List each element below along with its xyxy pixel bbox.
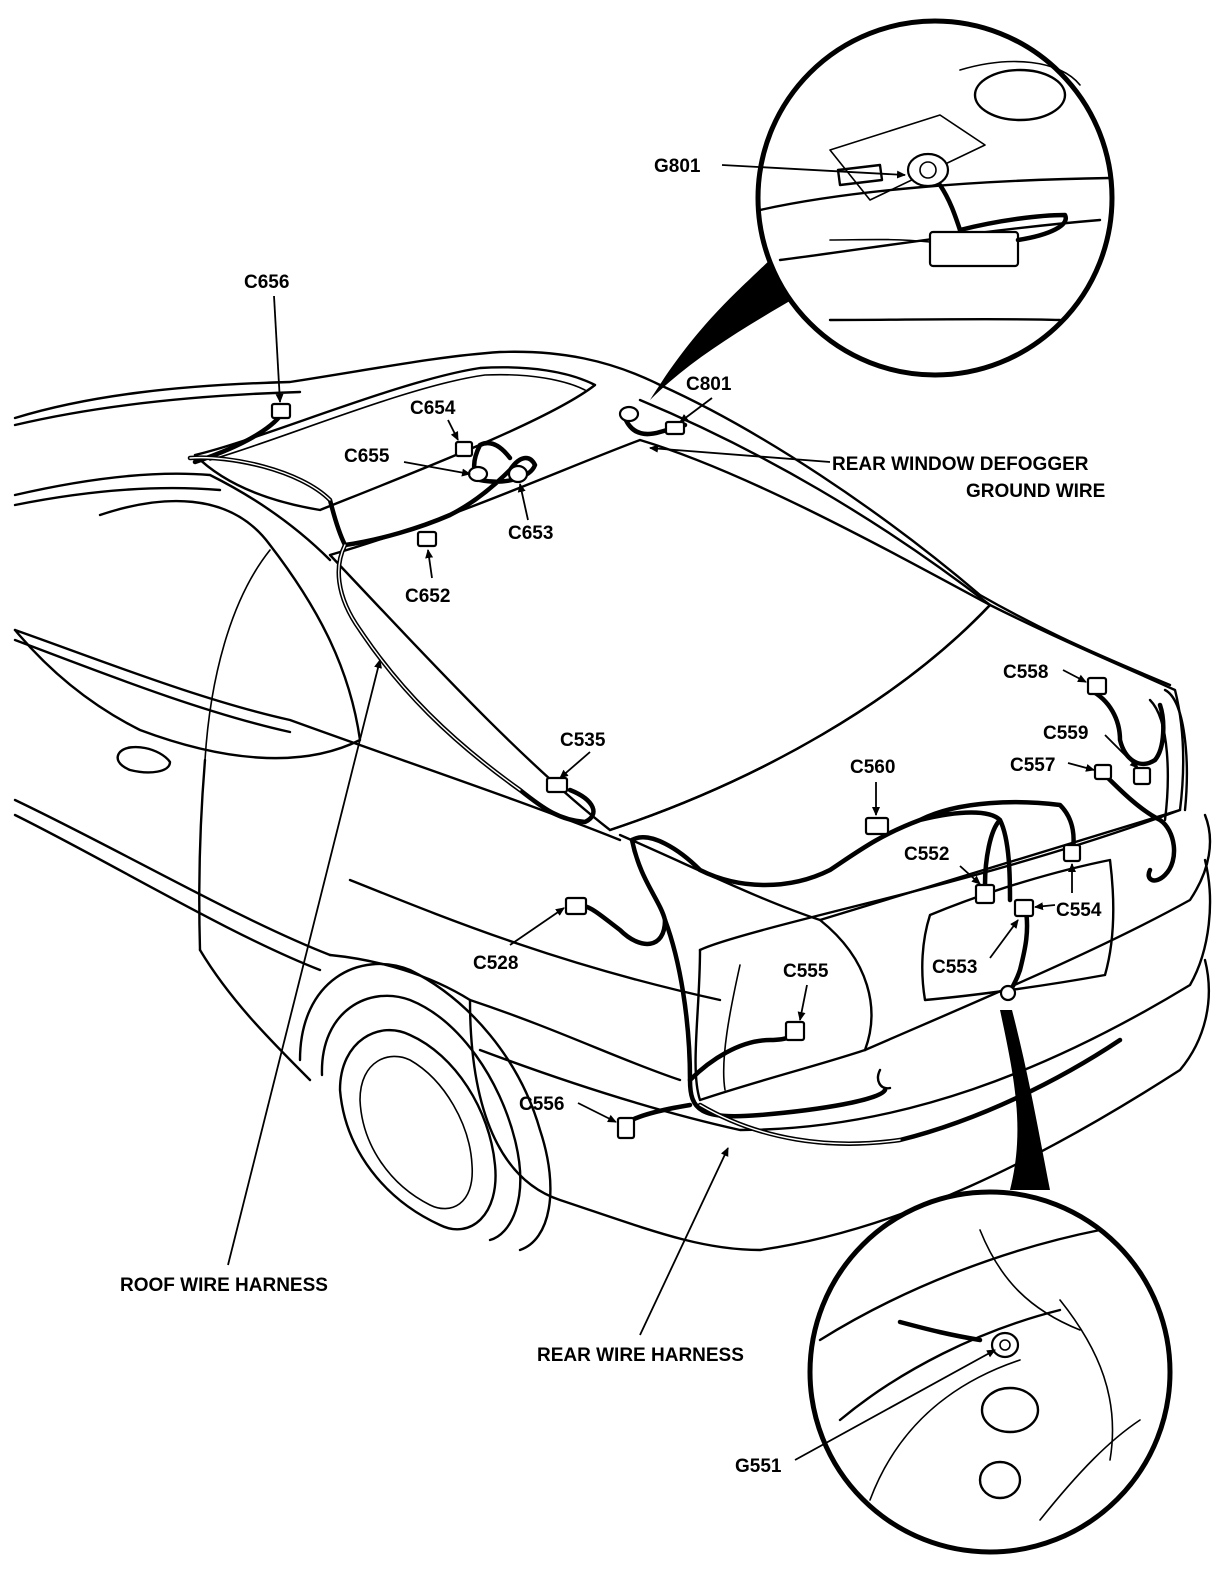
connector-c656 xyxy=(270,402,292,420)
leader-lines xyxy=(227,164,1139,1461)
label-c558: C558 xyxy=(1003,662,1048,683)
connector-c801 xyxy=(664,420,686,436)
connector-c652 xyxy=(416,530,438,548)
label-c528: C528 xyxy=(473,953,518,974)
connector-c653 xyxy=(507,464,529,484)
roof-wire-harness-path xyxy=(187,405,688,825)
connector-c801-ring xyxy=(618,405,640,423)
detail-circle-g551 xyxy=(807,1010,1173,1555)
connector-c552 xyxy=(974,883,996,905)
label-defogger-line1: REAR WINDOW DEFOGGER xyxy=(832,454,1089,475)
label-defogger-line2: GROUND WIRE xyxy=(966,481,1105,502)
label-c560: C560 xyxy=(850,757,895,778)
labels: G801 C656 C801 C654 C655 C653 C652 REAR … xyxy=(120,156,1105,1477)
label-c554: C554 xyxy=(1056,900,1102,921)
label-c557: C557 xyxy=(1010,755,1055,776)
label-g801: G801 xyxy=(654,156,701,177)
label-c553: C553 xyxy=(932,957,977,978)
label-c653: C653 xyxy=(508,523,553,544)
label-roof-wire-harness: ROOF WIRE HARNESS xyxy=(120,1275,328,1296)
connector-c555 xyxy=(784,1020,806,1042)
label-c556: C556 xyxy=(519,1094,564,1115)
label-c801: C801 xyxy=(686,374,732,395)
connector-c556 xyxy=(616,1116,636,1140)
label-c535: C535 xyxy=(560,730,606,751)
connector-c559 xyxy=(1132,766,1152,786)
label-c555: C555 xyxy=(783,961,829,982)
connector-c528 xyxy=(564,896,588,916)
label-c559: C559 xyxy=(1043,723,1088,744)
detail-circle-g801 xyxy=(650,18,1115,400)
label-c654: C654 xyxy=(410,398,456,419)
connector-c655 xyxy=(467,465,489,483)
label-rear-wire-harness: REAR WIRE HARNESS xyxy=(537,1345,744,1366)
connector-c560 xyxy=(864,816,890,836)
label-c656: C656 xyxy=(244,272,289,293)
label-c652: C652 xyxy=(405,586,450,607)
label-g551: G551 xyxy=(735,1456,782,1477)
label-c655: C655 xyxy=(344,446,390,467)
connector-c535 xyxy=(545,776,569,794)
connector-c557 xyxy=(1093,763,1113,781)
ground-g551-point xyxy=(999,984,1017,1002)
connector-c554 xyxy=(1013,898,1035,918)
connector-c558 xyxy=(1086,676,1108,696)
car-body xyxy=(13,350,1212,1252)
connectors xyxy=(270,402,1152,1140)
connector-c654 xyxy=(454,440,474,458)
label-c552: C552 xyxy=(904,844,949,865)
connector-c554b xyxy=(1062,843,1082,863)
